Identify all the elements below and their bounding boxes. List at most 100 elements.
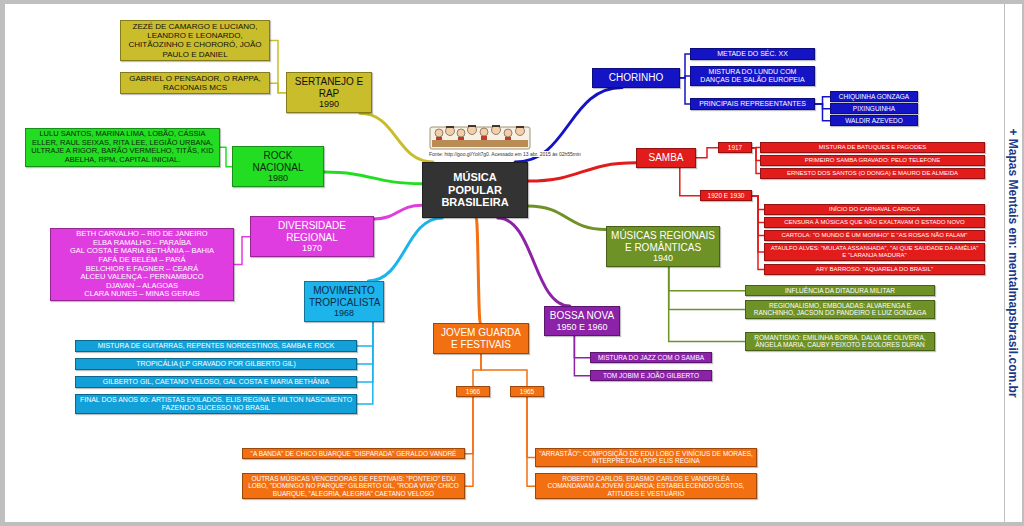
topic-box: MISTURA DE GUITARRAS, REPENTES NORDESTIN… <box>75 340 357 352</box>
topic-box: ROMANTISMO: EMILINHA BORBA, DALVA DE OLI… <box>745 332 935 351</box>
branch-connector <box>528 163 636 181</box>
topic-connector <box>527 397 535 486</box>
node-text: ATAULFO ALVES: "MULATA ASSANHADA", "AI Q… <box>768 245 981 259</box>
branch-connector <box>498 218 570 306</box>
topic-box: CARTOLA: "O MUNDO É UM MOINHO" E "AS ROS… <box>764 230 985 241</box>
node-text: MISTURA DE GUITARRAS, REPENTES NORDESTIN… <box>79 342 353 350</box>
topic-box: MISTURA DE BATUQUES E PAGODES <box>760 142 985 153</box>
branch-connector <box>528 206 606 230</box>
node-text: CARTOLA: "O MUNDO É UM MOINHO" E "AS ROS… <box>768 232 981 239</box>
node-subtext: DJAVAN – ALAGOAS <box>54 282 230 291</box>
topic-box: MISTURA DO JAZZ COM O SAMBA <box>590 352 712 363</box>
topic-box: "A BANDA" DE CHICO BUARQUE "DISPARADA" G… <box>242 448 465 459</box>
branch-box: DIVERSIDADE REGIONAL1970 <box>250 216 374 257</box>
topic-box: ERNESTO DOS SANTOS (O DONGA) E MAURO DE … <box>760 168 985 179</box>
topic-box: GILBERTO GIL, CAETANO VELOSO, GAL COSTA … <box>75 376 357 388</box>
topic-box: CHIQUINHA GONZAGA <box>830 91 918 102</box>
topic-connector <box>357 322 373 404</box>
node-text: MÚSICAS REGIONAIS E ROMÂNTICAS <box>611 230 715 253</box>
illustration-frame <box>430 127 530 149</box>
node-text: CHIQUINHA GONZAGA <box>834 93 914 100</box>
node-text: SERTANEJO E RAP <box>291 76 367 99</box>
topic-connector <box>357 322 373 364</box>
node-subtext: FAFÁ DE BELÉM – PARÁ <box>54 256 230 265</box>
branch-box: SERTANEJO E RAP1990 <box>286 72 372 113</box>
node-text: 1965 <box>514 388 540 395</box>
topic-connector <box>270 40 286 92</box>
node-subtext: ELBA RAMALHO – PARAÍBA <box>54 239 230 248</box>
topic-connector <box>527 397 535 457</box>
topic-box: GABRIEL O PENSADOR, O RAPPA, RACIONAIS M… <box>120 72 270 94</box>
node-subtext: GAL COSTA E MARIA BETHÂNIA – BAHIA <box>54 247 230 256</box>
illustration-faces <box>435 126 525 138</box>
topic-box: TOM JOBIM E JOÃO GILBERTO <box>590 370 712 381</box>
topic-connector <box>669 267 745 309</box>
node-text: BOSSA NOVA <box>549 310 615 322</box>
node-text: METADE DO SÉC. XX <box>694 50 811 58</box>
topic-connector <box>465 397 473 453</box>
topic-connector <box>752 196 764 270</box>
branch-connector <box>476 218 480 323</box>
source-note: Fonte: http://goo.gl/YoIt7g0. Acessado e… <box>428 151 582 157</box>
node-text: REGIONALISMO, EMBOLADAS: ALVARENGA E RAN… <box>749 302 931 317</box>
branch-box: BOSSA NOVA1950 E 1960 <box>544 306 620 336</box>
branch-box: JOVEM GUARDA E FESTIVAIS <box>433 323 529 354</box>
node-text: PRIMEIRO SAMBA GRAVADO: PELO TELEFONE <box>764 157 981 164</box>
node-subtext: 1970 <box>255 243 369 253</box>
node-text: GILBERTO GIL, CAETANO VELOSO, GAL COSTA … <box>79 378 353 386</box>
topic-box: FINAL DOS ANOS 60: ARTISTAS EXILADOS. EL… <box>75 394 357 414</box>
topic-box: CENSURA À MÚSICAS QUE NÃO EXALTAVAM O ES… <box>764 217 985 228</box>
topic-connector <box>815 104 830 121</box>
node-text: FINAL DOS ANOS 60: ARTISTAS EXILADOS. EL… <box>79 396 353 412</box>
topic-connector <box>574 336 590 358</box>
node-text: INÍCIO DO CARNAVAL CARIOCA <box>768 206 981 213</box>
topic-box: LULU SANTOS, MARINA LIMA, LOBÃO, CÁSSIA … <box>25 128 220 167</box>
topic-box: PIXINGUINHA <box>830 103 918 114</box>
topic-box: MISTURA DO LUNDU COM DANÇAS DE SALÃO EUR… <box>690 66 815 86</box>
topic-connector <box>669 267 745 290</box>
topic-connector <box>680 168 700 196</box>
topic-connector <box>680 78 690 104</box>
topic-connector <box>473 354 481 386</box>
node-text: DIVERSIDADE REGIONAL <box>255 220 369 243</box>
node-subtext: 1980 <box>237 173 319 183</box>
topic-box: METADE DO SÉC. XX <box>690 48 815 60</box>
topic-connector <box>357 322 373 346</box>
node-text: JOVEM GUARDA E FESTIVAIS <box>438 327 524 350</box>
topic-box: INFLUÊNCIA DA DITADURA MILITAR <box>745 285 935 296</box>
node-text: ARY BARROSO: "AQUARELA DO BRASIL" <box>768 266 981 273</box>
topic-box: PRIMEIRO SAMBA GRAVADO: PELO TELEFONE <box>760 155 985 166</box>
topic-connector <box>234 237 250 265</box>
node-text: MOVIMENTO TROPICALISTA <box>309 285 379 308</box>
topic-box: ZEZÉ DE CAMARGO E LUCIANO, LEANDRO E LEO… <box>120 20 270 61</box>
topic-box: INÍCIO DO CARNAVAL CARIOCA <box>764 204 985 215</box>
branch-box: CHORINHO <box>592 68 680 88</box>
central-topic: MÚSICA POPULAR BRASILEIRA <box>422 162 528 218</box>
topic-box: TROPICÁLIA (LP GRAVADO POR GILBERTO GIL) <box>75 358 357 370</box>
topic-box: BETH CARVALHO – RIO DE JANEIROELBA RAMAL… <box>50 228 234 301</box>
topic-connector <box>752 148 760 174</box>
branch-box: MOVIMENTO TROPICALISTA1968 <box>304 281 384 322</box>
node-text: GABRIEL O PENSADOR, O RAPPA, RACIONAIS M… <box>124 74 266 92</box>
node-text: "ARRASTÃO": COMPOSIÇÃO DE EDU LOBO E VIN… <box>539 450 753 465</box>
topic-box: OUTRAS MÚSICAS VENCEDORAS DE FESTIVAIS: … <box>242 473 465 499</box>
node-text: INFLUÊNCIA DA DITADURA MILITAR <box>749 287 931 294</box>
node-subtext: BELCHIOR E FAGNER – CEARÁ <box>54 265 230 274</box>
node-text: TOM JOBIM E JOÃO GILBERTO <box>594 372 708 379</box>
topic-connector <box>220 147 232 166</box>
node-text: WALDIR AZEVEDO <box>834 117 914 124</box>
node-text: MISTURA DO LUNDU COM DANÇAS DE SALÃO EUR… <box>694 68 811 84</box>
branch-connector <box>360 113 433 162</box>
topic-connector <box>574 336 590 376</box>
topic-box: ARY BARROSO: "AQUARELA DO BRASIL" <box>764 264 985 275</box>
node-text: ROMANTISMO: EMILINHA BORBA, DALVA DE OLI… <box>749 334 931 349</box>
branch-connector <box>374 205 422 219</box>
topic-box: PRINCIPAIS REPRESENTANTES <box>690 98 815 110</box>
watermark: + Mapas Mentais em: mentalmapsbrasil.com… <box>1005 13 1021 513</box>
topic-connector <box>669 267 745 341</box>
node-subtext: 1990 <box>291 99 367 109</box>
node-text: 1920 E 1930 <box>704 192 748 199</box>
node-text: MISTURA DE BATUQUES E PAGODES <box>764 144 981 151</box>
node-text: 1966 <box>460 388 486 395</box>
node-text: MÚSICA POPULAR BRASILEIRA <box>428 171 522 209</box>
